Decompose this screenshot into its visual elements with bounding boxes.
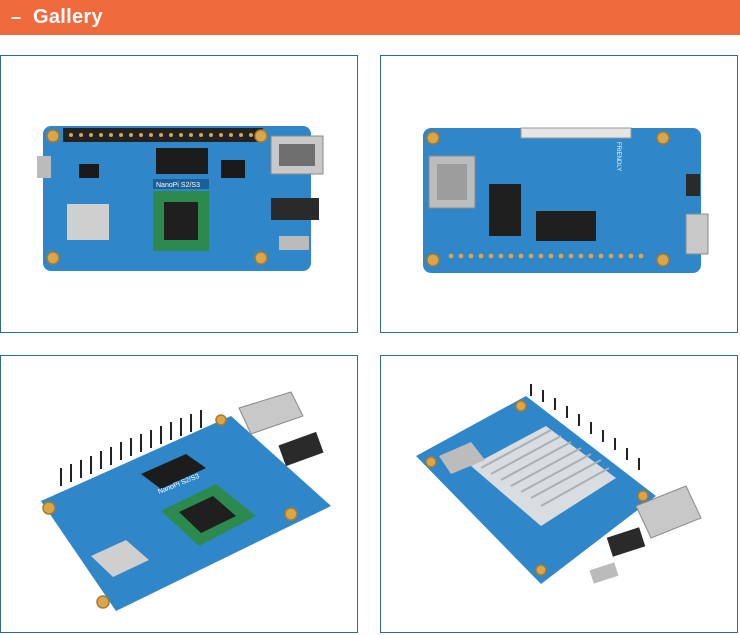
- gallery-image-board-top[interactable]: NanoPi S2/S3: [0, 55, 358, 333]
- board-angle-photo: NanoPi S2/S3: [41, 391, 331, 611]
- gallery-image-board-angle[interactable]: NanoPi S2/S3: [0, 355, 358, 633]
- gallery-title: Gallery: [33, 6, 103, 28]
- board-bottom-photo: FRIENDLY: [423, 127, 709, 273]
- gallery-header: – Gallery: [0, 0, 740, 35]
- board-label-1: NanoPi S2/S3: [156, 182, 200, 189]
- collapse-dash-icon[interactable]: –: [11, 7, 22, 27]
- board-top-photo: NanoPi S2/S3: [37, 126, 324, 271]
- board-heatsink-photo: [416, 384, 702, 584]
- gallery-image-board-bottom[interactable]: FRIENDLY: [380, 55, 738, 333]
- board-label-2: FRIENDLY: [615, 142, 621, 171]
- gallery-image-board-heatsink[interactable]: [380, 355, 738, 633]
